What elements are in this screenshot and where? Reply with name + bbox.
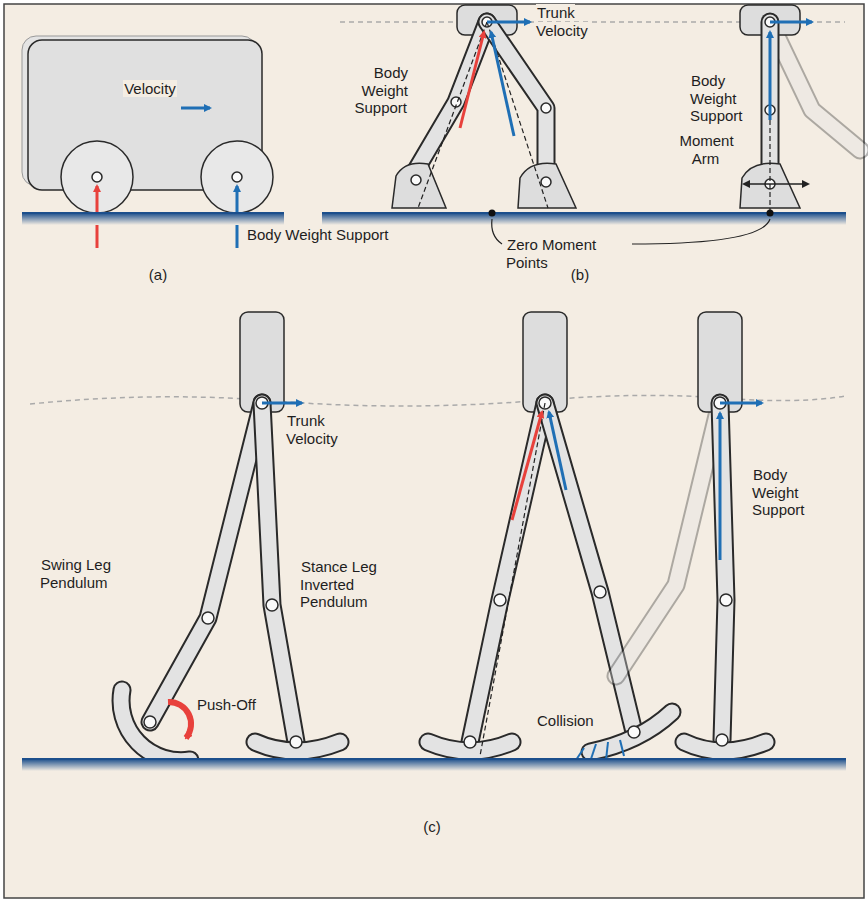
figure-label: Stance Leg Inverted Pendulum (300, 558, 420, 611)
label-text: Body Weight Support (752, 466, 806, 518)
label-text: Moment Arm (678, 132, 733, 167)
figure-label: Push-Off (196, 696, 276, 714)
figure-label: Trunk Velocity (536, 4, 610, 39)
passive-walker (22, 312, 846, 771)
label-text: Stance Leg Inverted Pendulum (300, 558, 377, 610)
figure-label: Body Weight Support (690, 72, 762, 125)
figure-label: Moment Arm (672, 132, 740, 167)
label-text: Swing Leg Pendulum (40, 556, 111, 591)
figure-label: Trunk Velocity (286, 412, 360, 447)
figure-label: Body Weight Support (246, 226, 416, 244)
label-text: Body Weight Support (690, 72, 744, 124)
zmp-humanoid (322, 5, 860, 244)
figure-label: Velocity (110, 80, 190, 98)
figure-label: (c) (412, 818, 452, 836)
label-text: (a) (148, 266, 168, 283)
figure-label: Body Weight Support (338, 64, 408, 117)
label-text: (c) (422, 818, 442, 835)
label-text: Trunk Velocity (536, 4, 589, 39)
figure-label: Swing Leg Pendulum (40, 556, 150, 591)
figure-label: (b) (560, 266, 600, 284)
label-text: Body Weight Support (246, 226, 389, 243)
label-text: Collision (536, 712, 595, 729)
label-text: Trunk Velocity (286, 412, 339, 447)
figure-label: Collision (536, 712, 610, 730)
label-text: Velocity (123, 80, 177, 97)
figure-label: (a) (138, 266, 178, 284)
figure-label: Body Weight Support (752, 466, 826, 519)
label-text: (b) (570, 266, 590, 283)
label-text: Push-Off (196, 696, 257, 713)
wheeled-robot (22, 36, 284, 248)
label-text: Body Weight Support (354, 64, 408, 116)
